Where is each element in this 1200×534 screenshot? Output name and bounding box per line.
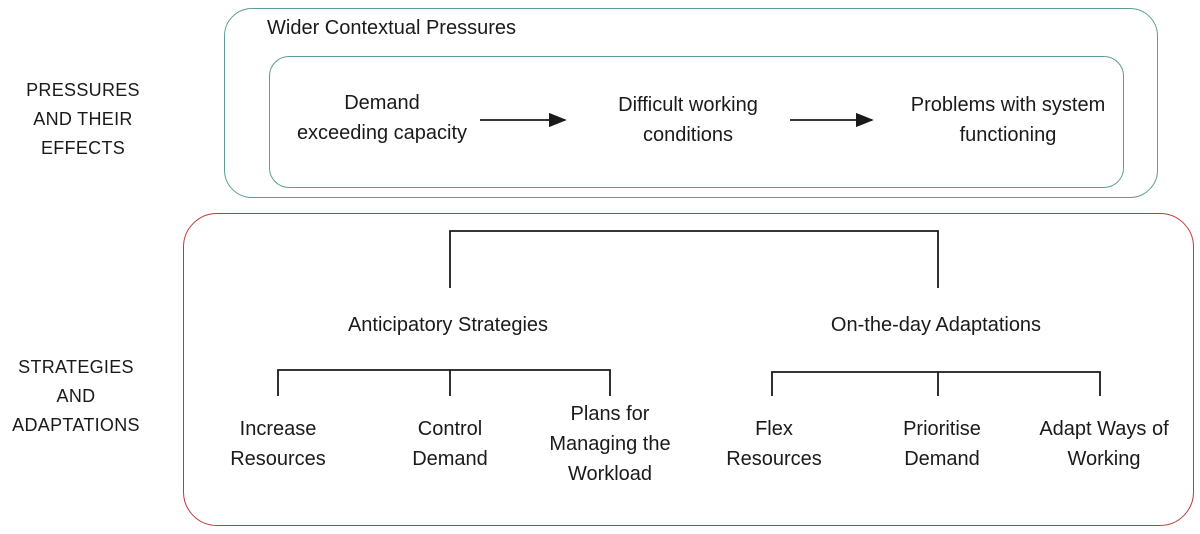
flex-resources-node: Flex Resources: [726, 418, 822, 470]
prioritise-demand-node: Prioritise Demand: [903, 418, 981, 470]
pressures-outer-box: [224, 8, 1158, 198]
pressures-title: Wider Contextual Pressures: [267, 17, 516, 39]
anticipatory-strategies-label: Anticipatory Strategies: [347, 314, 549, 336]
demand-exceeding-capacity-node: Demand exceeding capacity: [296, 92, 468, 144]
difficult-working-conditions-node: Difficult working conditions: [618, 94, 758, 146]
plans-managing-workload-node: Plans for Managing the Workload: [549, 403, 671, 485]
adapt-ways-working-node: Adapt Ways of Working: [1039, 418, 1169, 470]
anticipatory-bracket: [277, 369, 611, 396]
strategies-top-bracket: [449, 230, 939, 288]
control-demand-node: Control Demand: [412, 418, 488, 470]
pressures-inner-box: [269, 56, 1124, 188]
problems-system-functioning-node: Problems with system functioning: [910, 94, 1106, 146]
pressures-side-label: PRESSURES AND THEIR EFFECTS: [26, 80, 140, 158]
adaptations-bracket: [771, 371, 1101, 396]
strategies-side-label: STRATEGIES AND ADAPTATIONS: [12, 357, 140, 435]
increase-resources-node: Increase Resources: [230, 418, 326, 470]
on-the-day-adaptations-label: On-the-day Adaptations: [830, 314, 1042, 336]
strategies-box: [183, 213, 1194, 526]
